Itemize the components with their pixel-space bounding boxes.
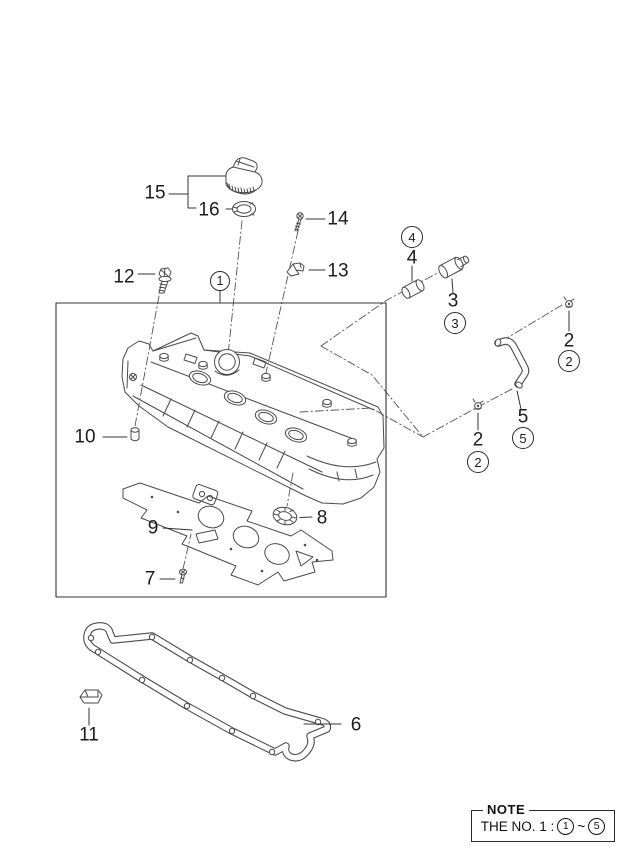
note-range-tilde: ~ (577, 818, 586, 834)
callout-7: 7 (144, 568, 156, 590)
small-clip-drawing (79, 689, 103, 704)
note-box: NOTE THE NO. 1 : 1 ~ 5 (471, 802, 615, 842)
callout-5-circled: 5 (512, 427, 534, 449)
assembly-frame-box (55, 302, 387, 598)
pcv-valve-drawing (437, 251, 472, 280)
note-text: THE NO. 1 : (480, 818, 555, 834)
leader-lines (134, 220, 563, 570)
callout-14: 14 (327, 208, 349, 230)
callout-8: 8 (316, 507, 328, 529)
bolt-bosses (159, 352, 357, 447)
hose-clamp-upper-drawing (563, 296, 575, 308)
bracket-clip-drawing (286, 262, 305, 277)
ventilation-hose-drawing (494, 337, 530, 389)
callout-2-upper: 2 (563, 330, 575, 352)
note-range-end-circled: 5 (588, 817, 606, 835)
pcv-grommet-drawing (401, 279, 425, 299)
screw-7-drawing (178, 568, 188, 584)
cylinder-head-cover-drawing (121, 332, 385, 505)
screw-14-drawing (294, 212, 304, 232)
callout-2-lower: 2 (472, 429, 484, 451)
callout-11: 11 (79, 724, 99, 746)
hose-clamp-lower-drawing (472, 398, 484, 410)
callout-4-circled: 4 (401, 226, 423, 248)
callout-9: 9 (147, 517, 159, 539)
spacer-plug-drawing (130, 427, 140, 442)
callout-6: 6 (350, 714, 362, 736)
gasket-band (83, 622, 332, 762)
cap-gasket-drawing (232, 201, 256, 217)
callout-16: 16 (198, 199, 220, 221)
note-range-start-circled: 1 (557, 817, 575, 835)
callout-10: 10 (74, 426, 96, 448)
seal-ring-drawing (272, 506, 298, 526)
callout-4: 4 (406, 247, 418, 269)
callout-5: 5 (517, 406, 529, 428)
callout-12: 12 (113, 266, 135, 288)
callout-3: 3 (447, 290, 459, 312)
callout-1-circled: 1 (210, 271, 230, 291)
callout-2-upper-circled: 2 (558, 350, 580, 372)
note-title: NOTE (483, 802, 530, 818)
callout-15: 15 (144, 182, 166, 204)
callout-2-lower-circled: 2 (467, 451, 489, 473)
flange-bolt-drawing (158, 267, 172, 294)
callout-3-circled: 3 (444, 312, 466, 334)
baffle-plate-drawing (122, 482, 334, 586)
head-cover-gasket-drawing (83, 622, 332, 762)
callout-13: 13 (327, 260, 349, 282)
oil-filler-cap-drawing (225, 157, 263, 195)
label-connector-lines (88, 175, 570, 726)
note-body: THE NO. 1 : 1 ~ 5 (472, 811, 614, 841)
